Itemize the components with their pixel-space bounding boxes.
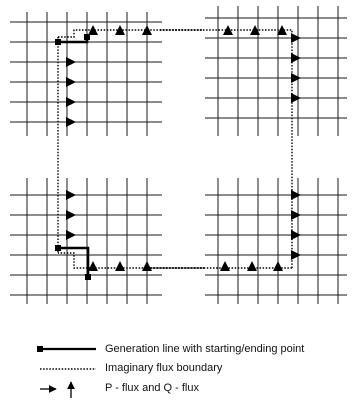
p-flux-arrow-icon [66, 97, 76, 107]
legend-label-generation-line: Generation line with starting/ending poi… [105, 343, 305, 355]
legend-start-point-icon [37, 346, 43, 352]
q-flux-arrow-icon [115, 25, 125, 35]
generation-point-bottom-start [55, 245, 61, 251]
boundary-top [58, 29, 203, 38]
legend-label-flux-arrows: P - flux and Q - flux [105, 382, 199, 394]
grid-bottom-right [205, 178, 347, 304]
generation-line-top [58, 35, 89, 44]
q-flux-arrow-icon [247, 261, 257, 271]
generation-point-bottom-end [85, 274, 91, 280]
legend-icons [37, 346, 96, 398]
boundary-right [203, 29, 293, 268]
p-flux-arrow-icon [66, 117, 76, 127]
p-flux-arrow-icon [66, 230, 76, 240]
p-flux-arrow-icon [291, 250, 301, 260]
p-flux-arrow-icon [66, 210, 76, 220]
q-flux-arrow-icon [88, 261, 98, 271]
generation-point-top-start [55, 39, 61, 45]
grid-top-right [205, 6, 347, 136]
p-flux-arrow-icon [291, 53, 301, 63]
p-flux-arrow-icon [66, 190, 76, 200]
q-flux-arrow-icon [223, 25, 233, 35]
p-flux-arrow-icon [291, 93, 301, 103]
q-flux-arrow-icon [273, 261, 283, 271]
q-flux-arrow-icon [88, 25, 98, 35]
p-flux-arrow-icon [291, 190, 301, 200]
flux-arrows [66, 25, 301, 271]
generation-lines [55, 34, 91, 280]
p-flux-arrow-icon [291, 33, 301, 43]
p-flux-arrow-icon [291, 73, 301, 83]
p-flux-arrow-icon [66, 77, 76, 87]
p-flux-arrow-icon [291, 210, 301, 220]
grid-top-left [10, 12, 162, 136]
p-flux-arrow-icon [291, 230, 301, 240]
generation-line-bottom [58, 246, 90, 277]
q-flux-arrow-icon [220, 261, 230, 271]
q-flux-arrow-icon [277, 25, 287, 35]
imaginary-flux-boundary [57, 29, 293, 269]
legend-label-imaginary-boundary: Imaginary flux boundary [105, 362, 223, 374]
q-flux-arrow-icon [142, 261, 152, 271]
q-flux-arrow-icon [142, 25, 152, 35]
q-flux-arrow-icon [250, 25, 260, 35]
generation-point-top-end [84, 34, 90, 40]
grid-bottom-left [10, 178, 162, 304]
p-flux-arrow-icon [66, 57, 76, 67]
grid-blocks [10, 6, 347, 304]
q-flux-arrow-icon [115, 261, 125, 271]
